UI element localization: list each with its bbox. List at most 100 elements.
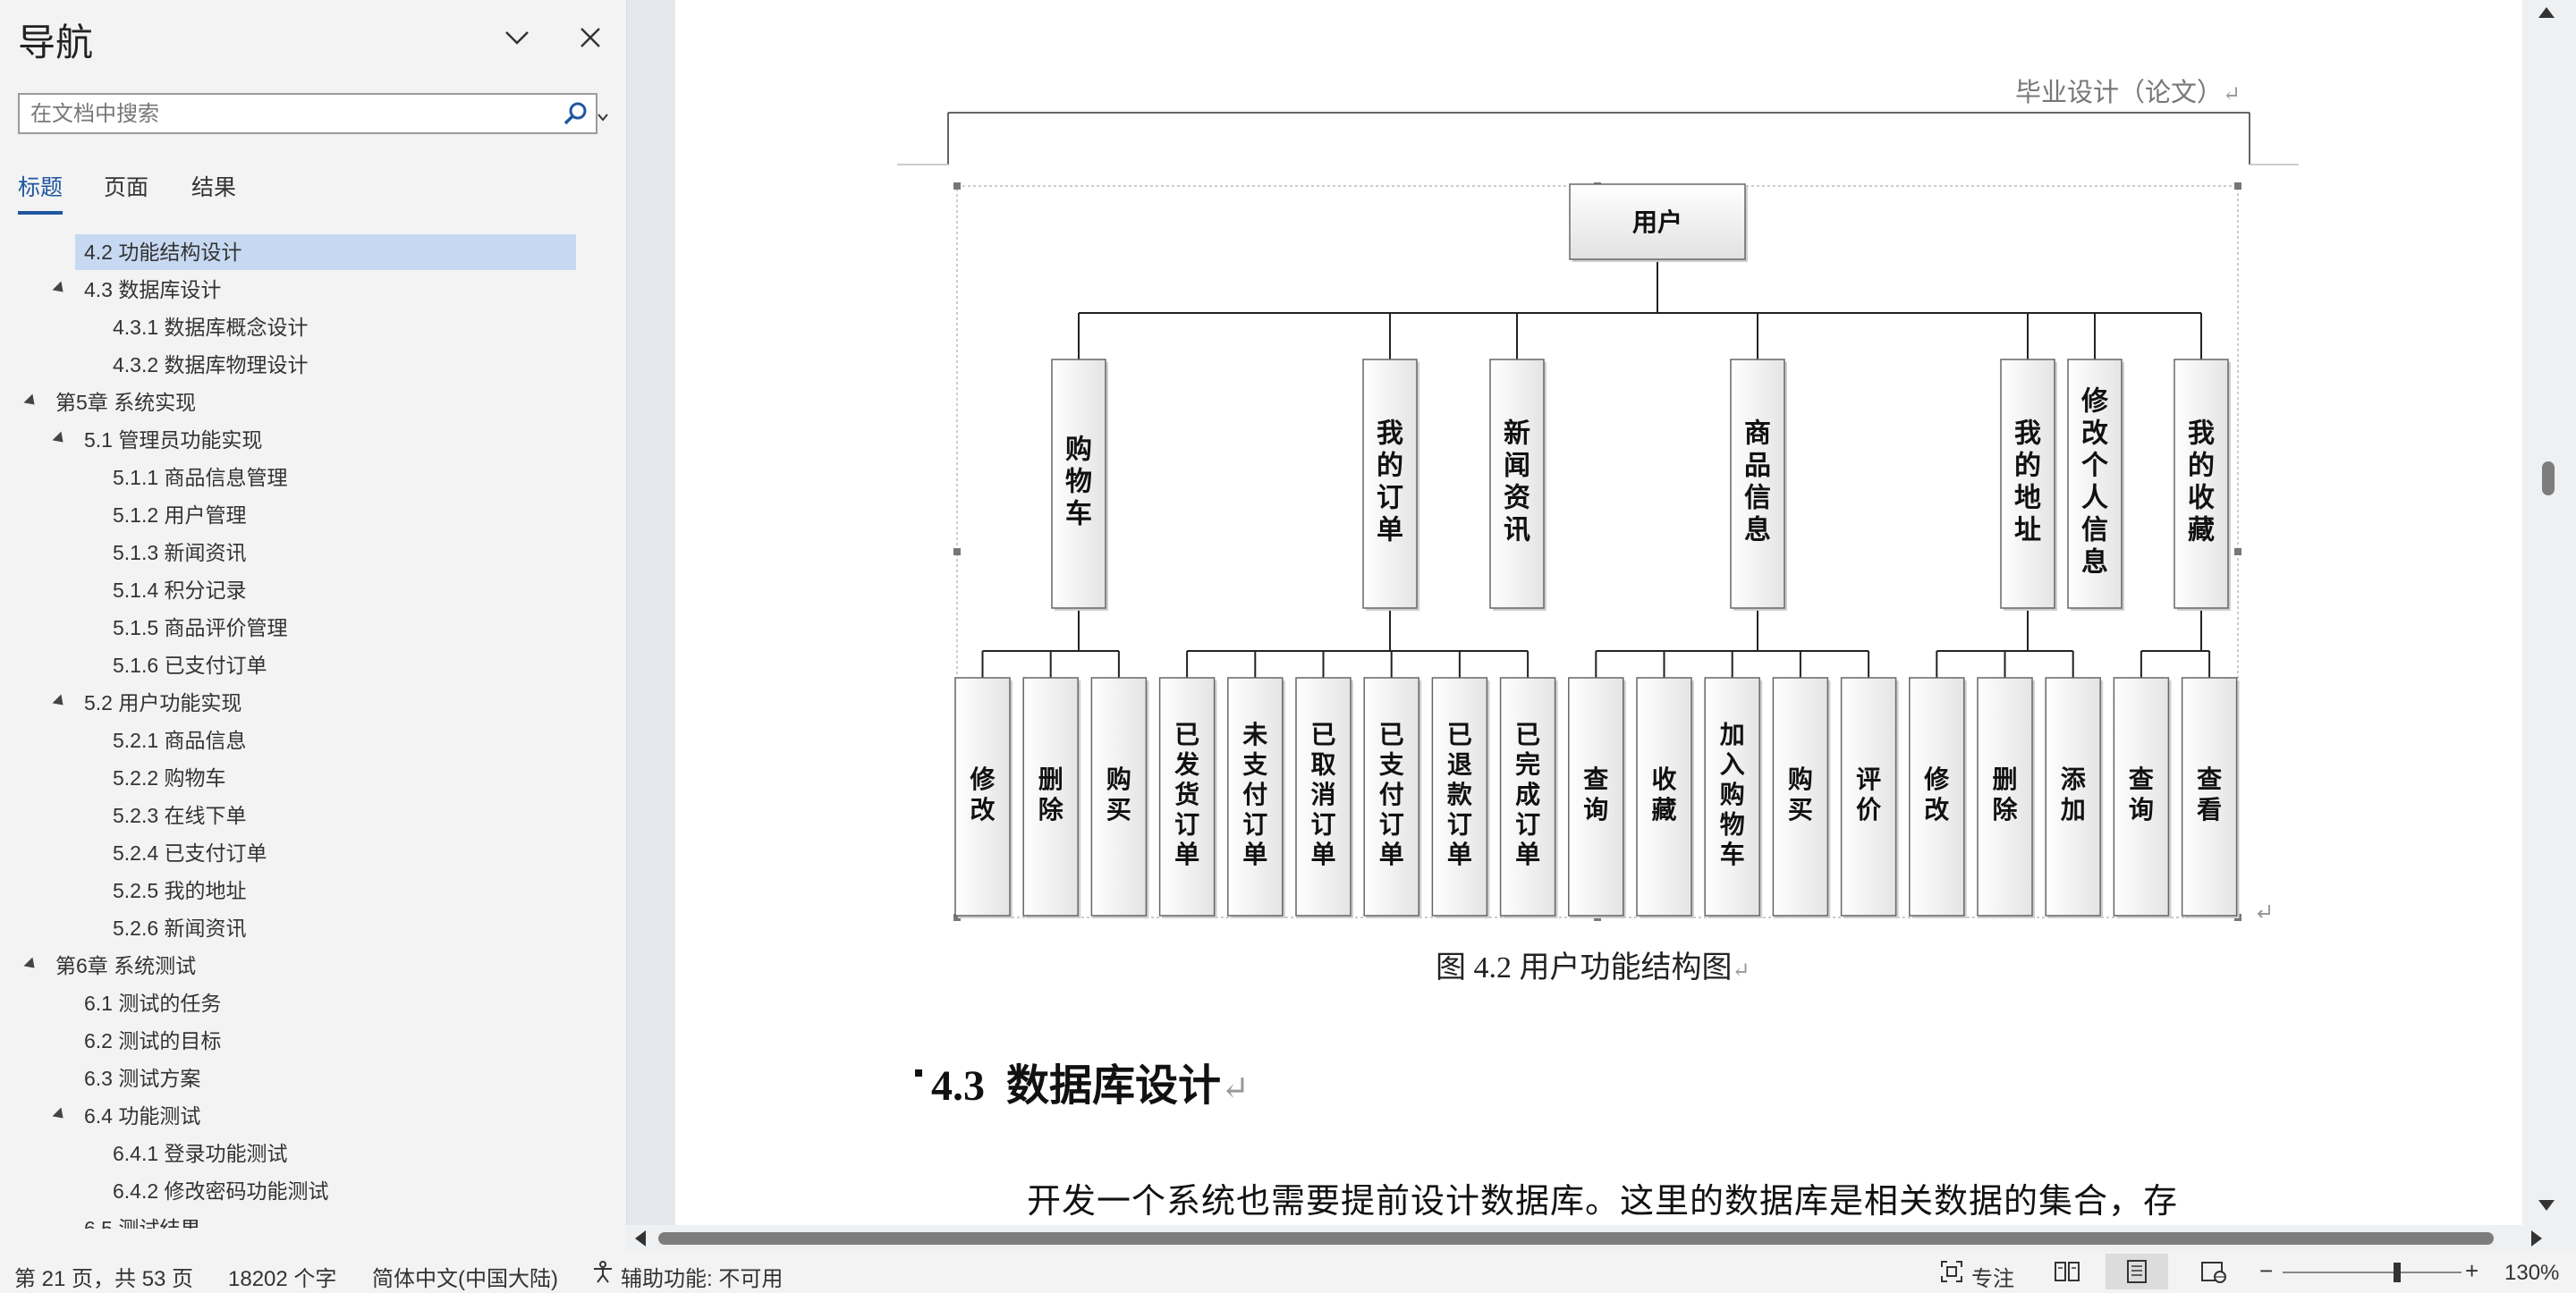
resize-handle[interactable] bbox=[2234, 548, 2241, 555]
outline-item-label: 5.1 管理员功能实现 bbox=[84, 428, 263, 452]
chevron-down-icon[interactable] bbox=[499, 20, 535, 55]
expand-triangle-icon[interactable] bbox=[52, 281, 68, 297]
web-layout-icon[interactable] bbox=[2200, 1259, 2227, 1284]
scroll-right-icon[interactable] bbox=[2531, 1230, 2542, 1247]
outline-item-label: 6.4.2 修改密码功能测试 bbox=[113, 1179, 329, 1203]
expand-triangle-icon[interactable] bbox=[52, 694, 68, 710]
leaf-node-label: 删除 bbox=[1038, 765, 1064, 824]
tab-pages[interactable]: 页面 bbox=[104, 175, 149, 200]
outline-item[interactable]: 5.1.6 已支付订单 bbox=[113, 647, 267, 683]
outline-item-label: 6.5 测试结果 bbox=[84, 1217, 201, 1229]
document-page[interactable]: 用户购物车修改删除购买我的订单已发货订单未支付订单已取消订单已支付订单已退款订单… bbox=[675, 0, 2522, 1225]
module-node: 我的地址 bbox=[2000, 359, 2057, 611]
expand-triangle-icon[interactable] bbox=[52, 1107, 68, 1123]
outline-item[interactable]: 5.1.1 商品信息管理 bbox=[113, 460, 288, 495]
pane-divider[interactable] bbox=[626, 0, 627, 1252]
leaf-node-label: 已取消订单 bbox=[1310, 720, 1335, 869]
outline-item[interactable]: 第6章 系统测试 bbox=[55, 948, 196, 984]
zoom-slider-thumb[interactable] bbox=[2393, 1263, 2401, 1282]
vertical-scrollbar[interactable] bbox=[2522, 0, 2576, 1225]
outline-item[interactable]: 第5章 系统实现 bbox=[55, 385, 196, 420]
page-header: 毕业设计（论文）↵ bbox=[2015, 72, 2241, 109]
outline-item[interactable]: 6.4.2 修改密码功能测试 bbox=[113, 1173, 329, 1209]
search-input[interactable] bbox=[29, 100, 551, 129]
vertical-scroll-thumb[interactable] bbox=[2542, 461, 2555, 495]
scroll-up-icon[interactable] bbox=[2538, 7, 2555, 18]
outline-item-label: 第5章 系统实现 bbox=[55, 391, 197, 414]
resize-handle[interactable] bbox=[953, 182, 961, 190]
outline-item[interactable]: 5.1.2 用户管理 bbox=[113, 497, 247, 533]
print-layout-button[interactable] bbox=[2106, 1254, 2168, 1289]
scroll-left-icon[interactable] bbox=[635, 1230, 646, 1247]
focus-mode-button[interactable]: 专注 bbox=[1971, 1267, 2014, 1291]
resize-handle[interactable] bbox=[953, 914, 961, 921]
language-indicator[interactable]: 简体中文(中国大陆) bbox=[372, 1267, 558, 1291]
leaf-node: 查询 bbox=[2113, 677, 2172, 918]
outline-item-label: 5.2.5 我的地址 bbox=[113, 879, 247, 902]
leaf-node-label: 修改 bbox=[969, 765, 996, 824]
dropdown-caret-icon[interactable] bbox=[597, 113, 608, 122]
word-count[interactable]: 18202 个字 bbox=[228, 1267, 337, 1291]
scroll-down-icon[interactable] bbox=[2538, 1200, 2555, 1211]
leaf-node: 删除 bbox=[1977, 677, 2035, 918]
outline-item[interactable]: 5.1.3 新闻资讯 bbox=[113, 535, 247, 570]
focus-icon[interactable] bbox=[1939, 1259, 1964, 1284]
module-node: 购物车 bbox=[1051, 359, 1108, 611]
heading-number: 4.3 bbox=[931, 1062, 985, 1110]
leaf-node: 已发货订单 bbox=[1158, 677, 1217, 918]
zoom-level[interactable]: 130% bbox=[2504, 1261, 2560, 1285]
tab-results[interactable]: 结果 bbox=[191, 175, 237, 200]
resize-handle[interactable] bbox=[2234, 182, 2241, 190]
outline-item[interactable]: 6.5 测试结果 bbox=[84, 1211, 200, 1229]
outline-item[interactable]: 5.1.4 积分记录 bbox=[113, 572, 247, 608]
search-icon[interactable] bbox=[562, 100, 589, 127]
page-count[interactable]: 第 21 页，共 53 页 bbox=[14, 1267, 194, 1291]
horizontal-scroll-thumb[interactable] bbox=[658, 1232, 2494, 1245]
tab-headings[interactable]: 标题 bbox=[18, 175, 64, 200]
outline-item-label: 4.2 功能结构设计 bbox=[84, 241, 242, 264]
outline-item[interactable]: 5.2 用户功能实现 bbox=[84, 685, 242, 721]
outline-item[interactable]: 5.2.4 已支付订单 bbox=[113, 835, 267, 871]
outline-item[interactable]: 5.1 管理员功能实现 bbox=[84, 422, 262, 458]
outline-item-label: 4.3 数据库设计 bbox=[84, 278, 222, 301]
outline-item[interactable]: 5.2.5 我的地址 bbox=[113, 873, 247, 908]
figure-caption: 图 4.2 用户功能结构图↵ bbox=[1436, 942, 1750, 986]
outline-item[interactable]: 6.2 测试的目标 bbox=[84, 1023, 221, 1059]
leaf-node: 已退款订单 bbox=[1431, 677, 1490, 918]
outline-item-label: 5.2.2 购物车 bbox=[113, 766, 226, 790]
outline-item[interactable]: 6.1 测试的任务 bbox=[84, 985, 221, 1021]
resize-handle[interactable] bbox=[953, 548, 961, 555]
zoom-out-button[interactable]: − bbox=[2259, 1257, 2274, 1284]
horizontal-scrollbar[interactable] bbox=[626, 1225, 2576, 1252]
zoom-in-button[interactable]: + bbox=[2465, 1257, 2479, 1284]
expand-triangle-icon[interactable] bbox=[23, 393, 39, 410]
leaf-node-label: 查看 bbox=[2197, 765, 2222, 824]
outline-item[interactable]: 4.3.2 数据库物理设计 bbox=[113, 347, 309, 383]
module-node-label: 我的收藏 bbox=[2188, 418, 2215, 546]
outline-item[interactable]: 5.2.2 购物车 bbox=[113, 760, 226, 796]
expand-triangle-icon[interactable] bbox=[23, 957, 39, 973]
expand-triangle-icon[interactable] bbox=[52, 431, 68, 447]
zoom-slider[interactable] bbox=[2283, 1272, 2462, 1273]
module-node-label: 购物车 bbox=[1065, 435, 1092, 530]
outline-item[interactable]: 5.2.1 商品信息 bbox=[113, 723, 247, 758]
close-icon[interactable] bbox=[572, 20, 608, 55]
outline-item[interactable]: 6.3 测试方案 bbox=[84, 1061, 200, 1096]
outline-item[interactable]: 6.4.1 登录功能测试 bbox=[113, 1136, 288, 1171]
accessibility-icon[interactable] bbox=[590, 1259, 615, 1284]
accessibility-status[interactable]: 辅助功能: 不可用 bbox=[621, 1267, 784, 1291]
read-mode-icon[interactable] bbox=[2054, 1259, 2080, 1284]
leaf-node: 已完成订单 bbox=[1499, 677, 1558, 918]
outline-item[interactable]: 5.2.3 在线下单 bbox=[113, 798, 247, 833]
outline-item[interactable]: 4.2 功能结构设计 bbox=[75, 234, 576, 270]
outline-item[interactable]: 5.2.6 新闻资讯 bbox=[113, 910, 247, 946]
outline-item[interactable]: 4.3 数据库设计 bbox=[84, 272, 221, 308]
outline-item[interactable]: 6.4 功能测试 bbox=[84, 1098, 200, 1134]
outline-item-label: 6.4.1 登录功能测试 bbox=[113, 1142, 288, 1165]
leaf-node: 收藏 bbox=[1636, 677, 1694, 918]
leaf-node: 购买 bbox=[1772, 677, 1831, 918]
module-node: 我的订单 bbox=[1362, 359, 1419, 611]
leaf-node: 修改 bbox=[1909, 677, 1967, 918]
outline-item[interactable]: 5.1.5 商品评价管理 bbox=[113, 610, 288, 646]
outline-item[interactable]: 4.3.1 数据库概念设计 bbox=[113, 309, 309, 345]
